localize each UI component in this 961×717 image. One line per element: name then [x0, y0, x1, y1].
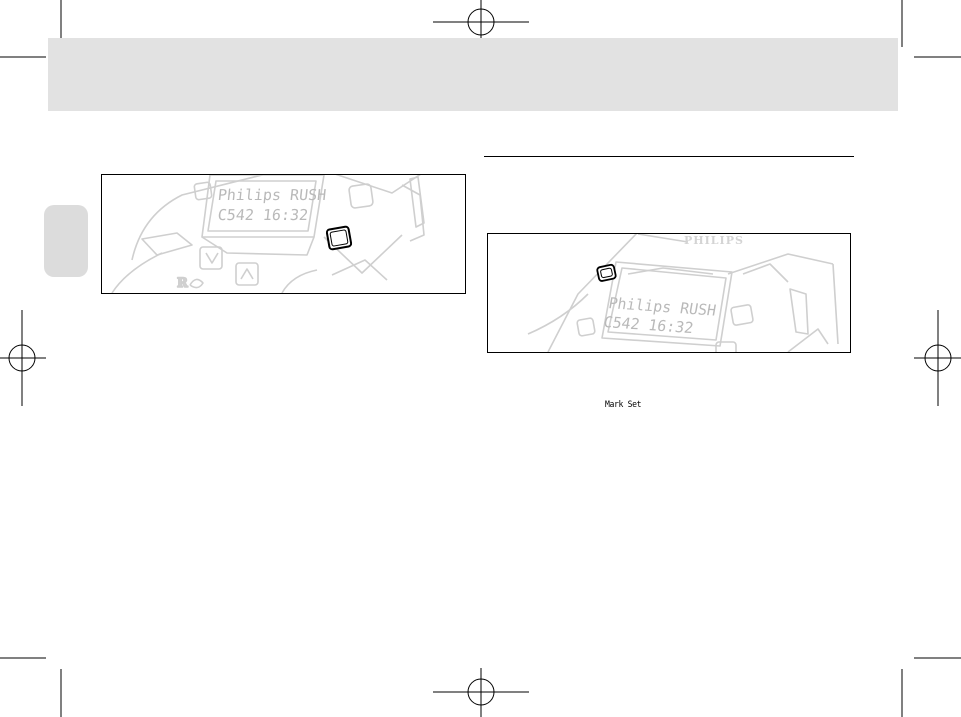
brand-text: PHILIPS [684, 234, 744, 247]
device-illustration-a: R Philips RUSH C542 16:32 [101, 174, 466, 294]
device-illustration-b: PHILIPS Philips RUSH C542 16:32 [487, 233, 851, 353]
registration-mark-right [914, 310, 961, 406]
header-band [48, 38, 898, 111]
lcd-line-2: C542 16:32 [217, 206, 309, 224]
registration-mark-left [0, 310, 46, 406]
svg-text:R: R [177, 276, 189, 291]
highlighted-button-icon [325, 225, 353, 251]
highlighted-button-icon [596, 263, 617, 282]
lcd-line-1: Philips RUSH [217, 186, 327, 204]
language-side-tab [44, 205, 88, 277]
mark-set-label: Mark Set [605, 400, 642, 410]
registration-mark-bottom [433, 668, 529, 717]
section-rule [484, 156, 854, 157]
